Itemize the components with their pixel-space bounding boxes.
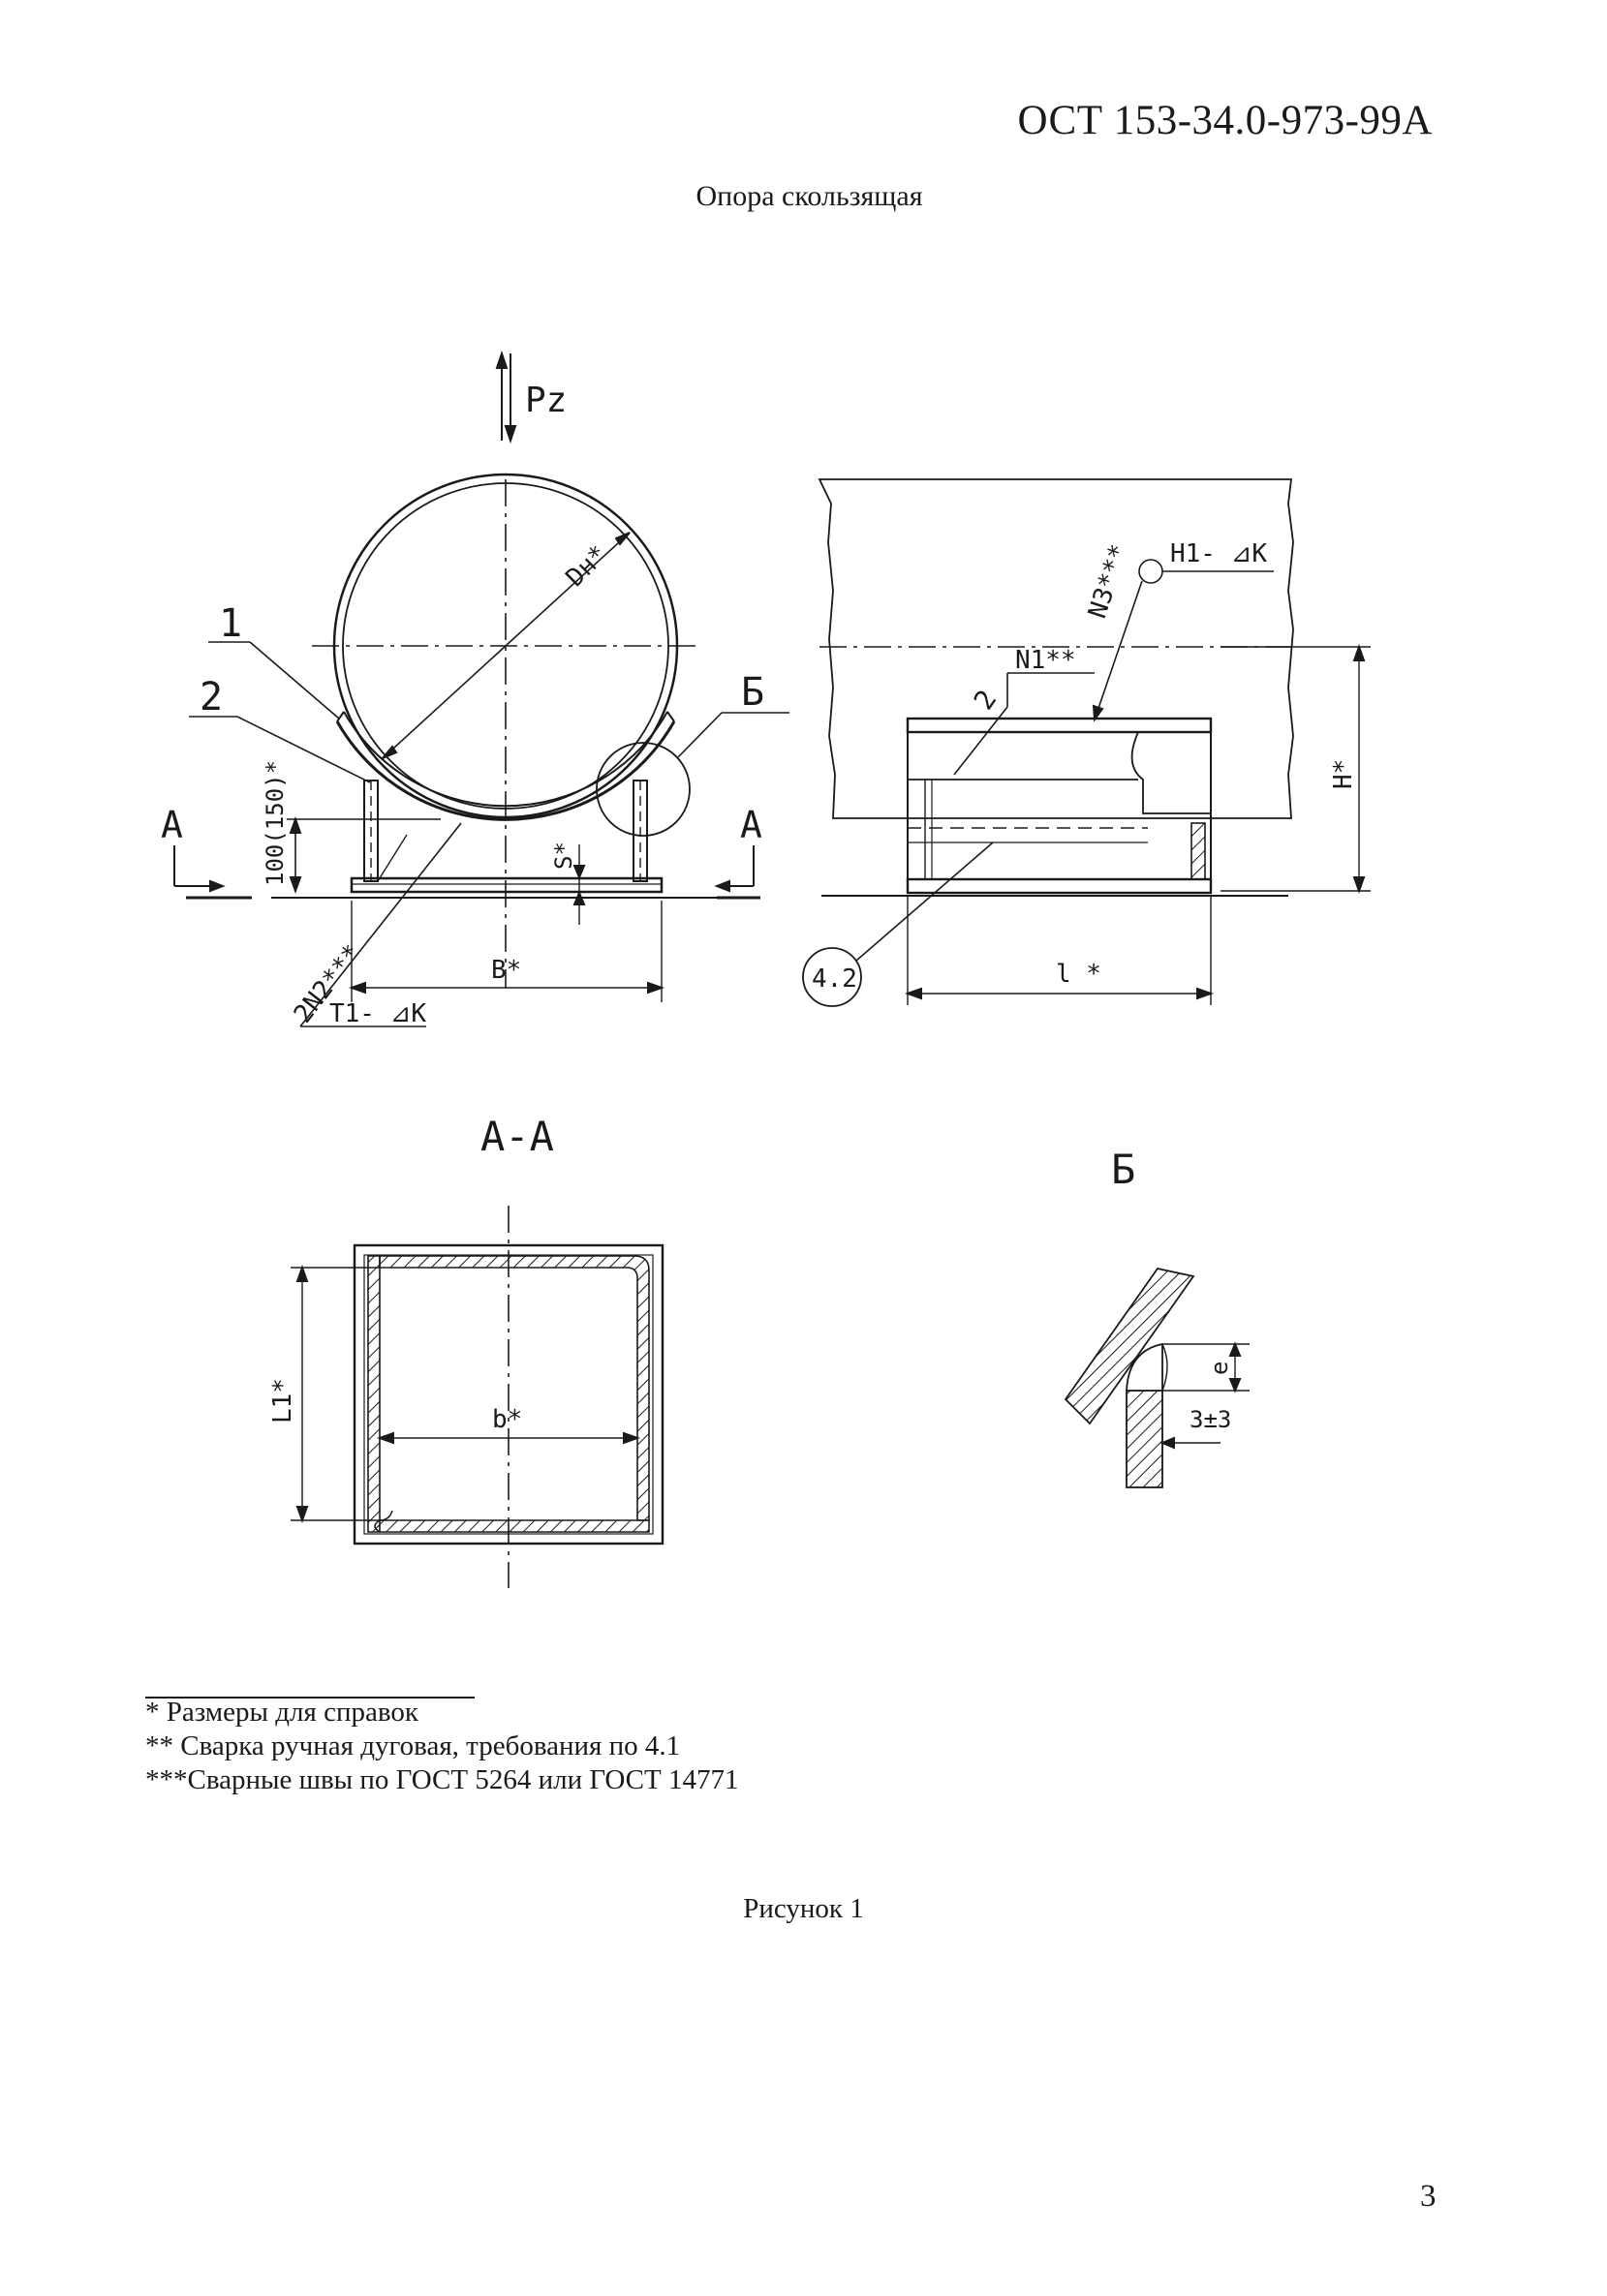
inner-width-dim: b* <box>492 1405 522 1434</box>
section-a-a <box>291 1206 664 1588</box>
load-label: Pz <box>525 381 567 420</box>
document-code: ОСТ 153-34.0-973-99А <box>1017 98 1433 143</box>
inner-length-dim: L1* <box>268 1378 297 1424</box>
detail-b <box>1064 1267 1250 1488</box>
callout-1: 1 <box>219 601 242 646</box>
front-view <box>173 350 789 1027</box>
weld-t1-label: T1- ⊿K <box>329 999 426 1028</box>
footnote-1: * Размеры для справок <box>145 1697 418 1728</box>
detail-title: Б <box>1111 1146 1135 1193</box>
footnote-3: ***Сварные швы по ГОСТ 5264 или ГОСТ 147… <box>145 1764 739 1795</box>
drawing-title: Опора скользящая <box>695 180 923 212</box>
diameter-label: Dн* <box>561 540 613 593</box>
figure-caption: Рисунок 1 <box>743 1893 864 1924</box>
section-mark-left: А <box>161 804 183 846</box>
side-view <box>802 478 1371 1007</box>
length-dim: l * <box>1056 960 1101 989</box>
detail-mark: Б <box>741 670 764 715</box>
page-number: 3 <box>1420 2179 1437 2214</box>
section-mark-right: А <box>740 804 762 846</box>
detail-dim-gap: 3±3 <box>1190 1406 1231 1433</box>
side-height-dim: H* <box>1329 759 1358 789</box>
width-dim: B* <box>491 956 521 985</box>
detail-dim-e: e <box>1206 1362 1233 1375</box>
ref-clause-label: 4.2 <box>812 964 857 994</box>
callout-2: 2 <box>200 675 223 719</box>
footnote-2: ** Сварка ручная дуговая, требования по … <box>145 1730 681 1761</box>
thickness-dim: S* <box>550 842 577 870</box>
section-title: А-А <box>480 1113 554 1160</box>
weld-n3-label: N3*** <box>1083 540 1134 622</box>
weld-h1-label: H1- ⊿K <box>1170 539 1267 568</box>
technical-drawing: Pz Dн* 1 2 Б А А 100(150)* S* B* 2N2*** … <box>161 350 1371 1588</box>
weld-n1-label: N1** <box>1015 646 1076 675</box>
height-dim: 100(150)* <box>262 760 289 886</box>
footnote-rule <box>145 1697 475 1699</box>
side-callout-2: 2 <box>968 684 1004 716</box>
